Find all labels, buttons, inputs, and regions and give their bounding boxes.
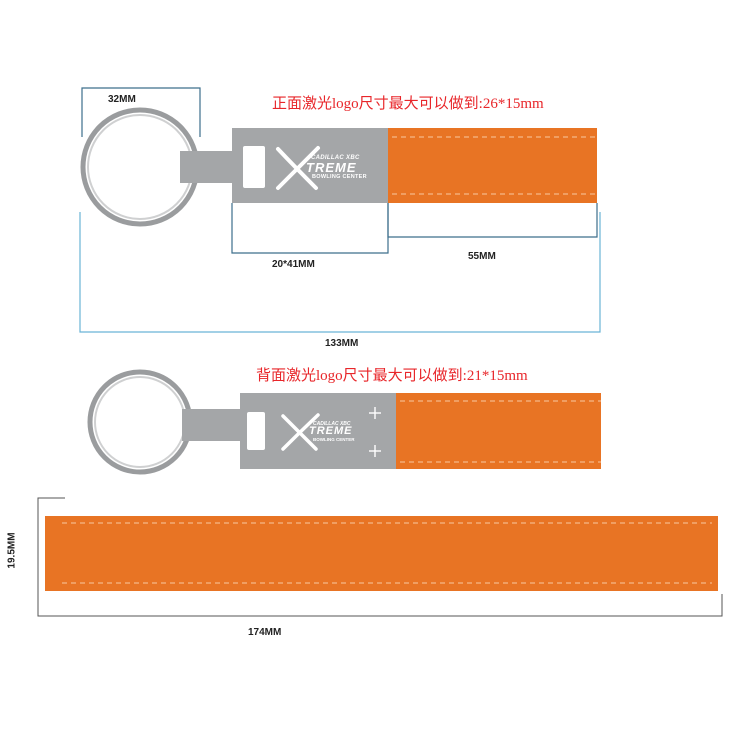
back-logo-x-icon: [281, 413, 320, 451]
back-rivet-bottom-icon: [369, 445, 381, 457]
back-rivet-top-icon: [369, 407, 381, 419]
strap-dimension-label: 55MM: [468, 251, 496, 262]
back-logo-line2: TREME: [309, 425, 353, 437]
plate-dimension-line: [231, 203, 389, 254]
ring-dimension-label: 32MM: [108, 94, 136, 105]
strip-length-label: 174MM: [248, 627, 282, 638]
back-logo-line1: CADILLAC XBC: [313, 421, 351, 427]
front-logo-line3: BOWLING CENTER: [312, 174, 367, 180]
back-key-ring: [87, 369, 193, 475]
plate-dimension-label: 20*41MM: [272, 259, 315, 270]
back-plate-slot: [247, 412, 265, 450]
total-dimension-label: 133MM: [325, 338, 359, 349]
back-leather-strap: [396, 393, 601, 469]
front-logo-note: 正面激光logo尺寸最大可以做到:26*15mm: [272, 96, 544, 112]
back-metal-plate: [240, 393, 396, 469]
ring-dimension-line: [81, 87, 201, 137]
front-logo-x-icon: [276, 146, 320, 190]
front-key-ring: [80, 107, 200, 227]
front-logo-line2: TREME: [306, 160, 357, 175]
front-plate-slot: [243, 146, 265, 188]
back-logo-note: 背面激光logo尺寸最大可以做到:21*15mm: [256, 368, 528, 384]
strip-height-label: 19.5MM: [6, 532, 18, 569]
front-leather-strap: [388, 128, 597, 203]
strap-dimension-line: [387, 203, 598, 238]
back-logo-line3: BOWLING CENTER: [313, 437, 355, 442]
front-logo-line1: CADILLAC XBC: [311, 155, 360, 161]
strip-dimension-line: [37, 497, 723, 617]
unfolded-leather-strip: [45, 516, 718, 591]
front-connector-tab: [180, 151, 236, 183]
total-dimension-line: [79, 212, 601, 333]
